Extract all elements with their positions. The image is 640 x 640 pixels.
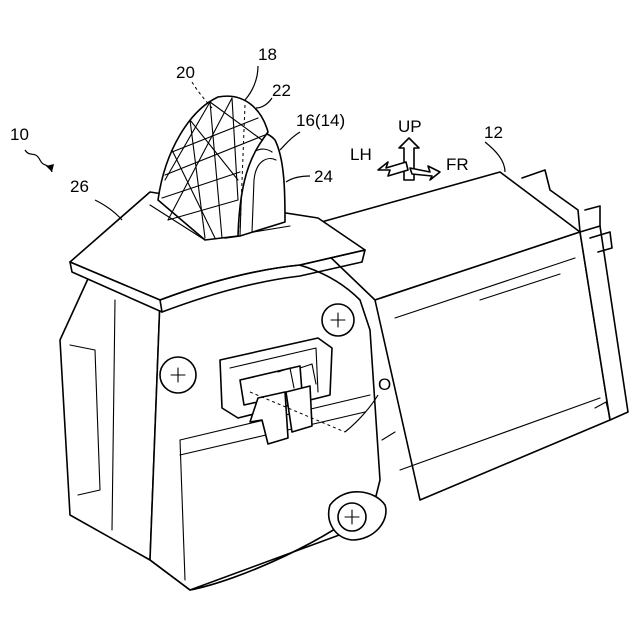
label-direction-up: UP (398, 117, 422, 136)
label-axis-o: O (378, 375, 391, 394)
direction-arrows (378, 138, 440, 180)
label-knob-parent: 16(14) (296, 111, 345, 130)
label-direction-front: FR (446, 155, 469, 174)
label-knob-side: 24 (314, 167, 333, 186)
label-direction-left: LH (350, 145, 372, 164)
label-knob-grid: 22 (272, 81, 291, 100)
label-bezel: 26 (70, 177, 89, 196)
label-knob: 18 (258, 45, 277, 64)
motor-case (60, 259, 386, 590)
label-knob-inner: 20 (176, 63, 195, 82)
label-assembly: 10 (10, 125, 29, 144)
label-housing: 12 (484, 123, 503, 142)
